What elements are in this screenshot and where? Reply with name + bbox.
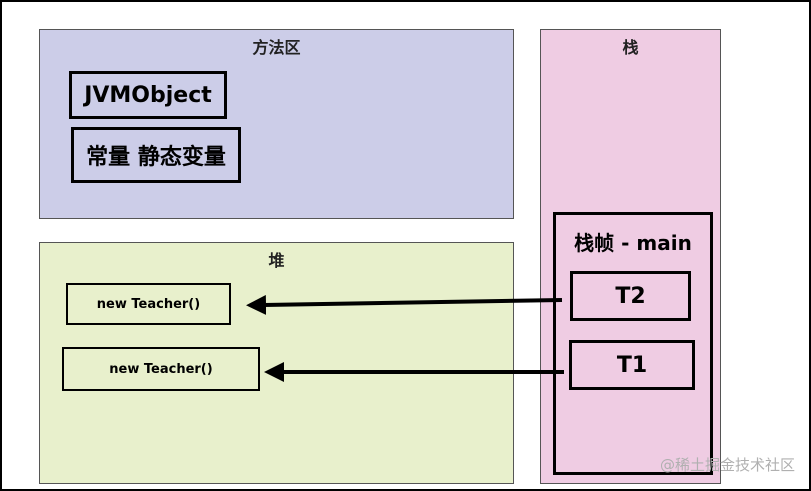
method-area-region: 方法区 <box>39 29 514 219</box>
heap-object-teacher-1: new Teacher() <box>66 283 231 325</box>
stack-var-t2: T2 <box>570 271 691 321</box>
watermark-text: @稀土掘金技术社区 <box>659 456 795 474</box>
jvmobject-box: JVMObject <box>69 71 227 119</box>
stack-frame-title: 栈帧 - main <box>574 231 692 255</box>
stack-region: 栈 <box>540 29 721 484</box>
stack-var-t1: T1 <box>569 340 695 390</box>
stack-frame-main: 栈帧 - main <box>553 212 713 475</box>
heap-title: 堆 <box>268 251 285 270</box>
constants-static-vars-box: 常量 静态变量 <box>71 127 241 183</box>
heap-object-teacher-2: new Teacher() <box>62 347 260 391</box>
method-area-title: 方法区 <box>252 38 301 57</box>
stack-title: 栈 <box>622 38 639 57</box>
